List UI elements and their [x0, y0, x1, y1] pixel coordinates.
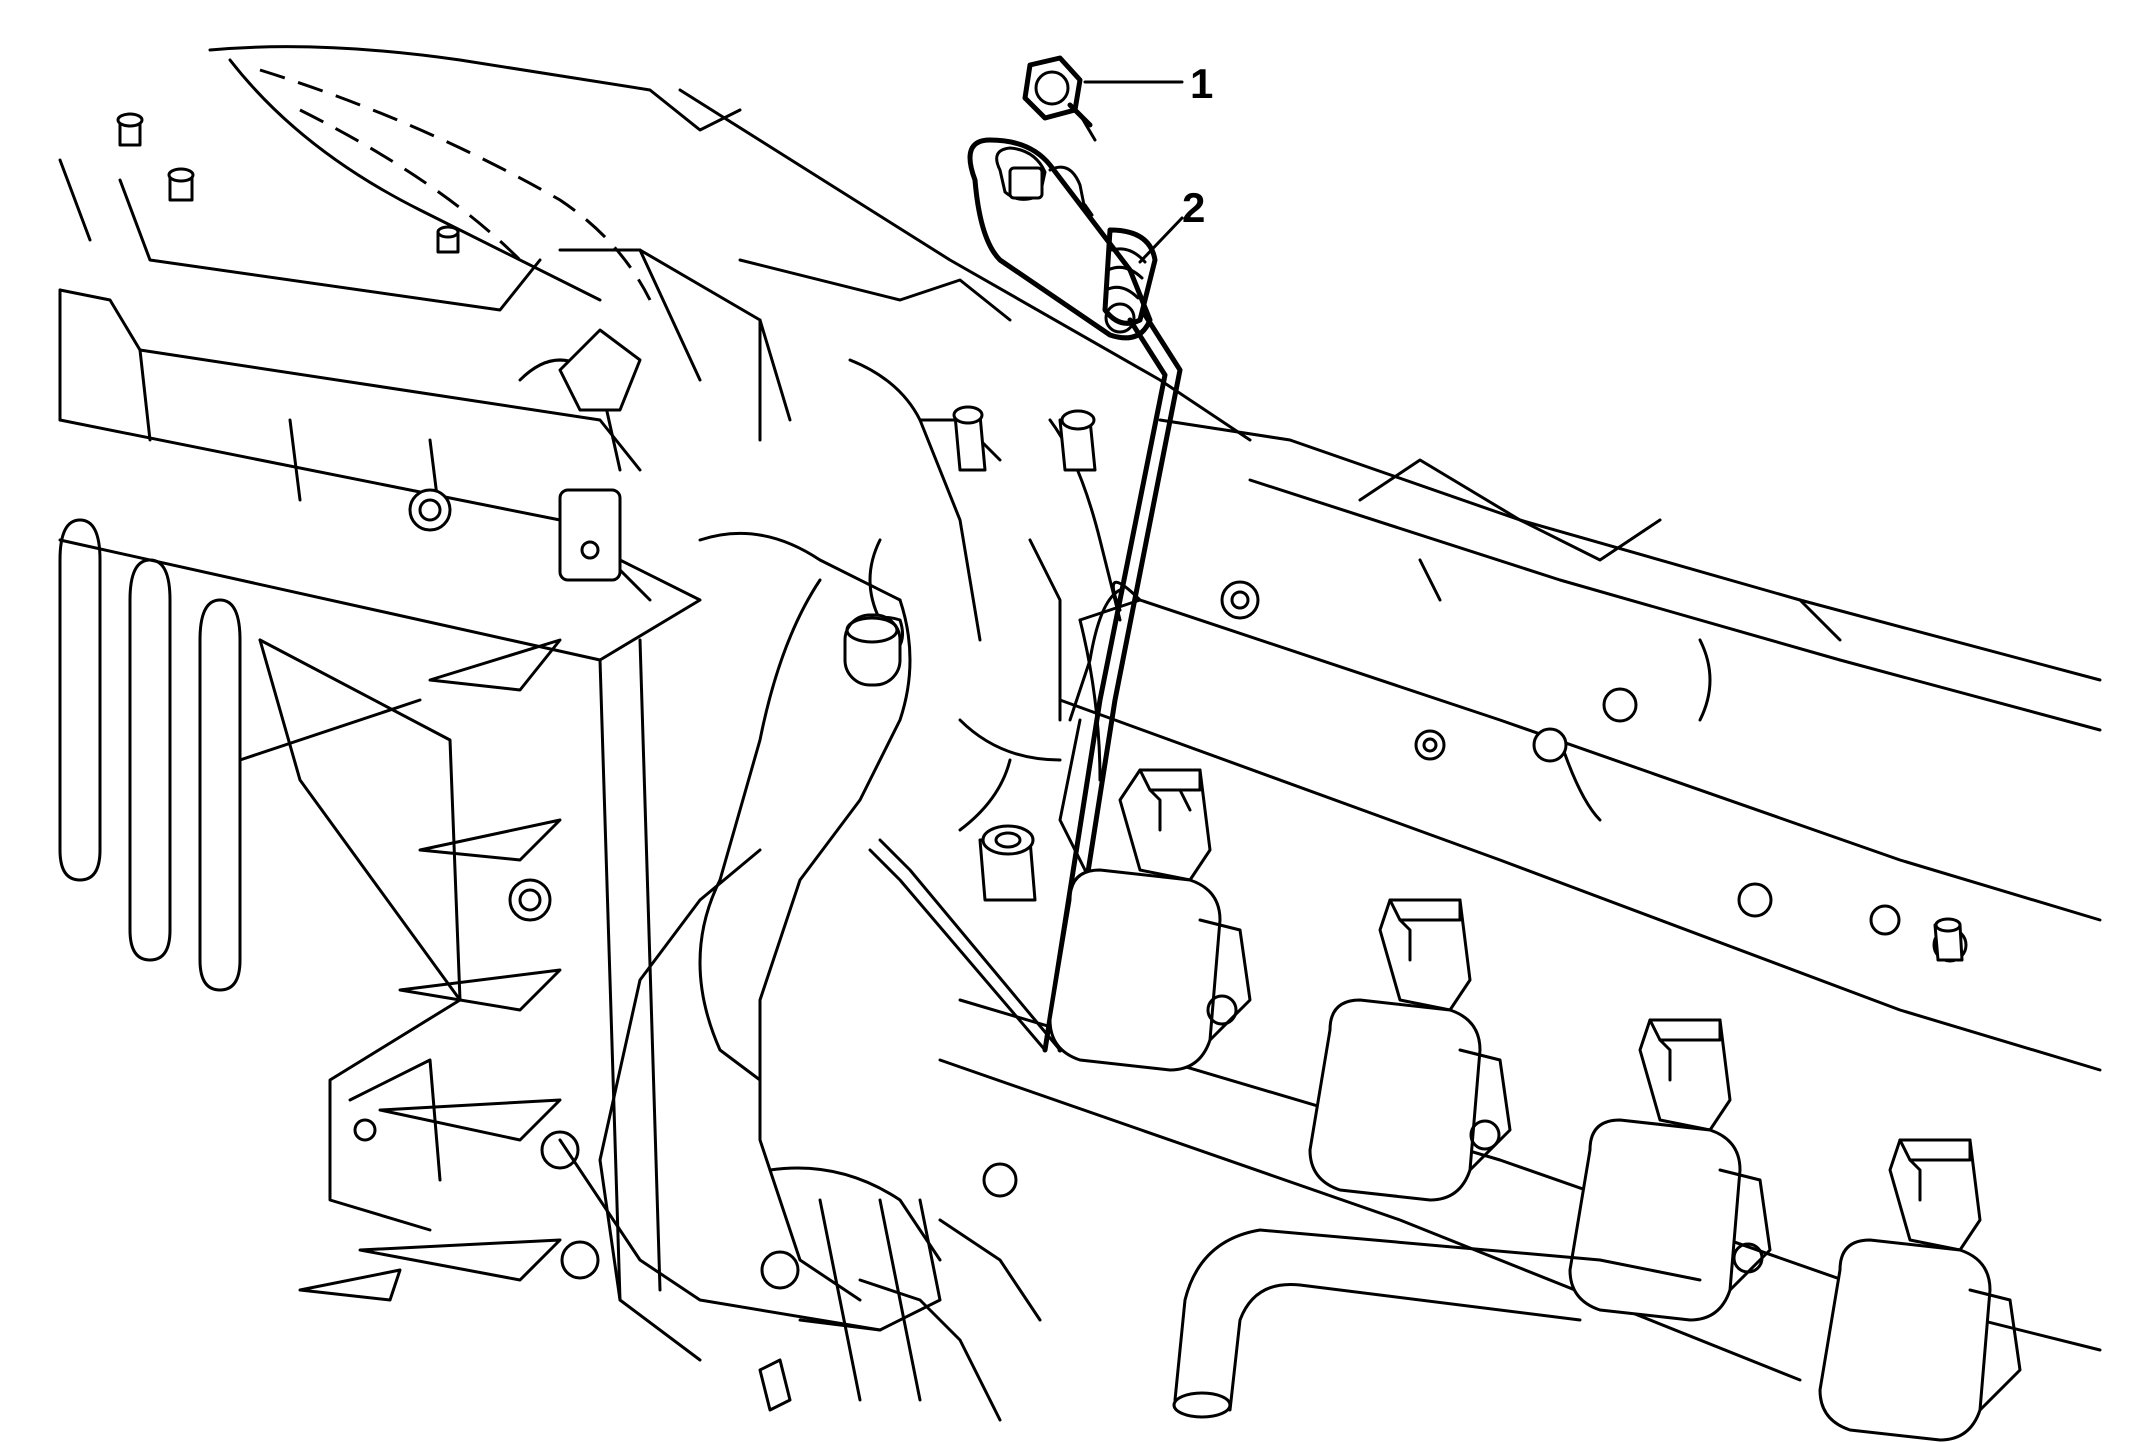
lower-manifold	[558, 1138, 1042, 1422]
air-cleaner-housing	[58, 45, 792, 1362]
hose	[1172, 1228, 1702, 1419]
ignition-coil-4	[1818, 1138, 2022, 1442]
sensor	[967, 137, 1158, 341]
intake-tube	[598, 88, 1252, 1332]
callout-1: 1	[1083, 60, 1213, 107]
ignition-coil-2	[1308, 898, 1512, 1202]
callout-2-label: 2	[1182, 184, 1205, 231]
ignition-coil-3	[1568, 1018, 1772, 1322]
bolt	[1022, 55, 1097, 217]
ignition-coil-1	[1048, 768, 1252, 1072]
callout-2: 2	[1138, 184, 1205, 264]
valve-cover	[938, 405, 2102, 1382]
callout-1-label: 1	[1190, 60, 1213, 107]
